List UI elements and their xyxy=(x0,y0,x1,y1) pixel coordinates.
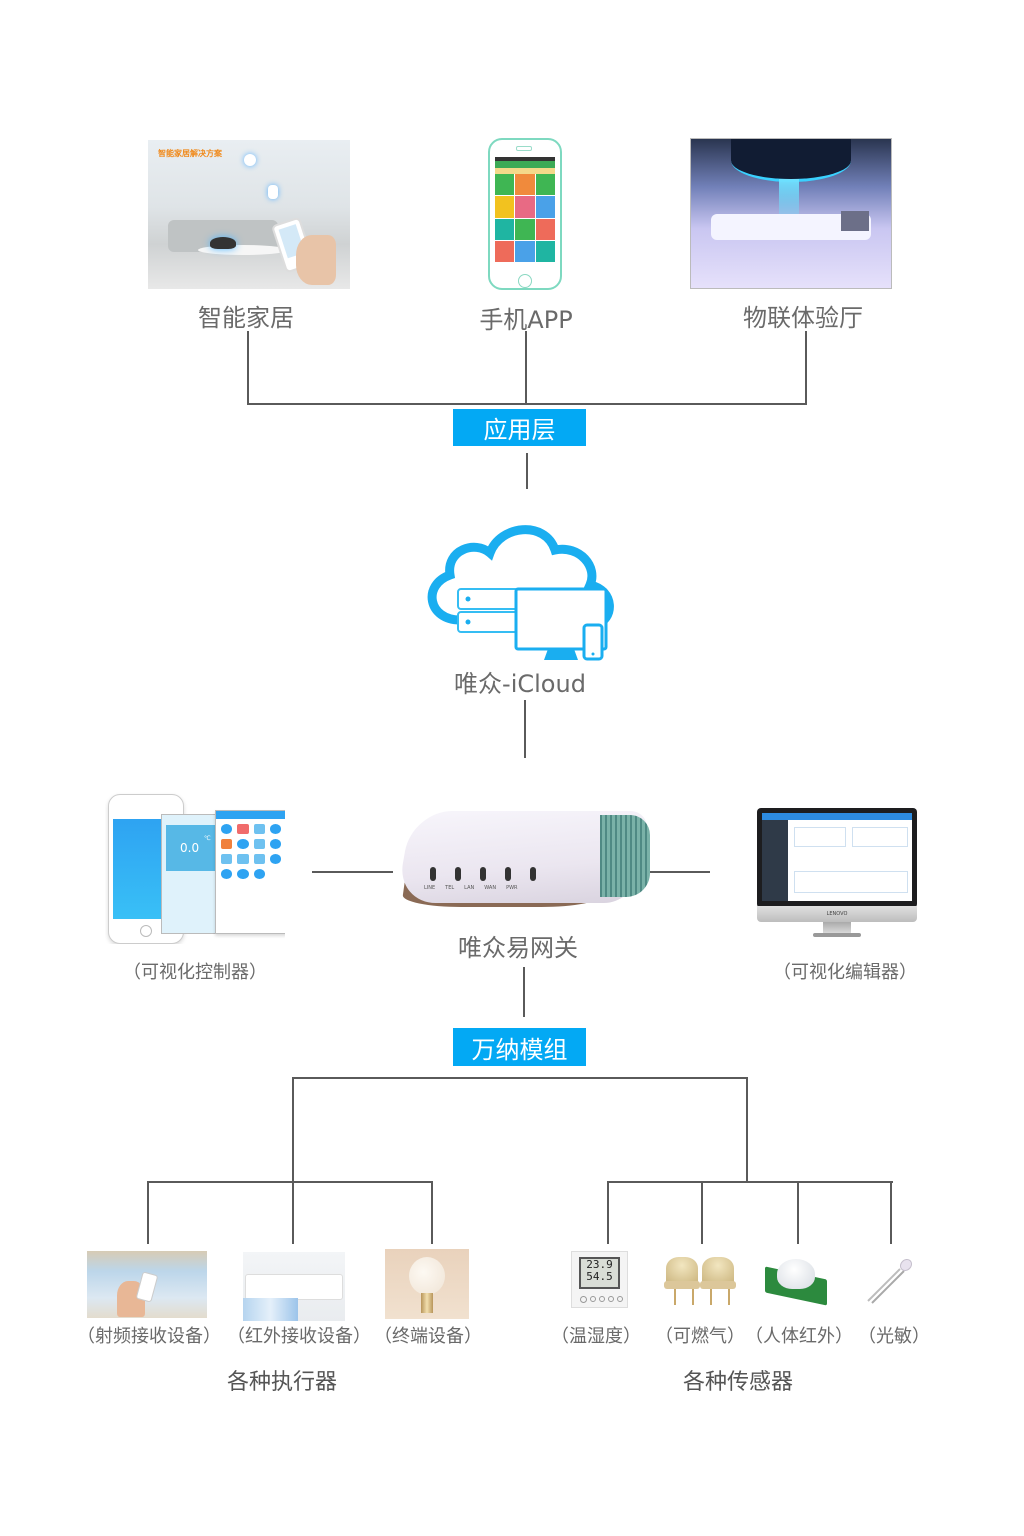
app-label-mobile-app: 手机APP xyxy=(479,306,573,334)
humidity-reading: 54.5 xyxy=(586,1270,613,1283)
port-label: LAN xyxy=(464,885,475,891)
sensor-device xyxy=(268,185,278,199)
hub-device xyxy=(210,237,236,249)
remote-control xyxy=(135,1271,159,1303)
gateway-vents xyxy=(600,815,650,897)
phone-screen xyxy=(495,157,555,270)
gas-sensor-pins xyxy=(674,1289,694,1305)
connector-line xyxy=(523,967,525,1017)
connector-line xyxy=(147,1181,433,1183)
airflow xyxy=(243,1298,298,1321)
sensor-label-pir: （人体红外） xyxy=(745,1326,853,1347)
app-label-iot-showroom: 物联体验厅 xyxy=(743,304,863,332)
connector-line xyxy=(805,331,807,405)
connector-line xyxy=(292,1077,294,1182)
sensor-buttons xyxy=(580,1296,623,1303)
ceiling-disc xyxy=(731,139,851,182)
monitor-neck xyxy=(823,922,851,934)
gas-sensor-base xyxy=(700,1281,736,1289)
table-shape xyxy=(198,245,288,255)
module-badge: 万纳模组 xyxy=(453,1028,586,1066)
thermostat-value: 0.0 xyxy=(180,841,200,855)
connector-line xyxy=(525,331,527,405)
gateway-label: 唯众易网关 xyxy=(458,934,578,962)
rf-receiver-image xyxy=(87,1251,207,1318)
actuator-label-terminal: （终端设备） xyxy=(374,1326,482,1347)
port-label: TEL xyxy=(445,885,455,891)
port-label: WAN xyxy=(484,885,497,891)
smart-home-image: 智能家居解决方案 xyxy=(148,140,350,289)
sensor-label-temp-humidity: （温湿度） xyxy=(551,1326,641,1347)
gas-sensor-image xyxy=(664,1255,740,1307)
port-label: LINE xyxy=(424,885,436,891)
pir-sensor-image xyxy=(761,1255,831,1307)
connector-line xyxy=(746,1077,748,1182)
gas-sensor-pins xyxy=(710,1289,730,1305)
ir-receiver-image xyxy=(243,1252,345,1321)
monitor-stand xyxy=(813,933,861,937)
iot-showroom-image xyxy=(690,138,892,289)
thermostat-screen: 0.0 ℃ xyxy=(161,814,223,934)
monitor-bezel xyxy=(757,808,917,908)
device-grid-screen xyxy=(215,810,285,934)
bulb-glass xyxy=(409,1257,445,1295)
app-label-smart-home: 智能家居 xyxy=(198,304,294,332)
visual-controller-image: 0.0 ℃ xyxy=(105,792,285,944)
connector-line xyxy=(247,403,807,405)
temperature-reading: 23.9 xyxy=(586,1258,613,1271)
home-button xyxy=(518,274,532,288)
connector-line xyxy=(526,453,528,489)
connector-line xyxy=(147,1181,149,1244)
actuator-label-ir: （红外接收设备） xyxy=(227,1326,371,1347)
visual-controller-label: （可视化控制器） xyxy=(123,962,267,983)
lcd-display: 23.9 54.5 xyxy=(579,1257,620,1289)
actuator-label-rf: （射频接收设备） xyxy=(77,1326,221,1347)
gas-sensor-cap xyxy=(702,1257,734,1285)
connector-line xyxy=(629,871,710,873)
monitor-brand: LENOVO xyxy=(826,911,848,917)
sensors-title: 各种传感器 xyxy=(682,1370,793,1395)
pir-dome xyxy=(777,1259,815,1289)
connector-line xyxy=(890,1181,892,1244)
connector-line xyxy=(431,1181,433,1244)
connector-line xyxy=(524,700,526,758)
smart-home-caption: 智能家居解决方案 xyxy=(158,149,222,158)
gateway-leds xyxy=(430,867,536,881)
connector-line xyxy=(607,1181,893,1183)
connector-line xyxy=(312,871,393,873)
hand-shape xyxy=(296,235,336,285)
gas-sensor-cap xyxy=(666,1257,698,1285)
application-layer-badge: 应用层 xyxy=(453,409,586,446)
connector-line xyxy=(247,331,249,405)
connector-line xyxy=(292,1077,748,1079)
sensor-label-gas: （可燃气） xyxy=(655,1326,745,1347)
gateway-port-labels: LINE TEL LAN WAN PWR xyxy=(424,885,518,891)
monitor-chin: LENOVO xyxy=(757,906,917,922)
thermostat-unit: ℃ xyxy=(204,835,211,842)
visual-editor-image: LENOVO xyxy=(755,806,919,941)
mobile-app-phone xyxy=(488,138,562,290)
sensor-label-light: （光敏） xyxy=(858,1326,930,1347)
gas-sensor-base xyxy=(664,1281,700,1289)
cloud-label: 唯众-iCloud xyxy=(454,670,586,698)
connector-line xyxy=(701,1181,703,1244)
air-conditioner xyxy=(245,1274,343,1300)
light-sensor-image xyxy=(867,1258,913,1304)
bulb-base xyxy=(421,1293,433,1313)
port-label: PWR xyxy=(506,885,518,891)
gateway-device-image: LINE TEL LAN WAN PWR xyxy=(400,805,655,920)
cloud-server-icon xyxy=(427,525,614,661)
connector-line xyxy=(607,1181,609,1244)
speaker-slot xyxy=(516,146,532,151)
actuators-title: 各种执行器 xyxy=(226,1370,337,1395)
visual-editor-label: （可视化编辑器） xyxy=(773,962,917,983)
connector-line xyxy=(292,1181,294,1244)
terminal-device-image xyxy=(385,1249,469,1319)
connector-line xyxy=(797,1181,799,1244)
display-screen xyxy=(841,211,869,231)
camera-device xyxy=(244,154,256,166)
temp-humidity-sensor-image: 23.9 54.5 xyxy=(571,1251,628,1308)
